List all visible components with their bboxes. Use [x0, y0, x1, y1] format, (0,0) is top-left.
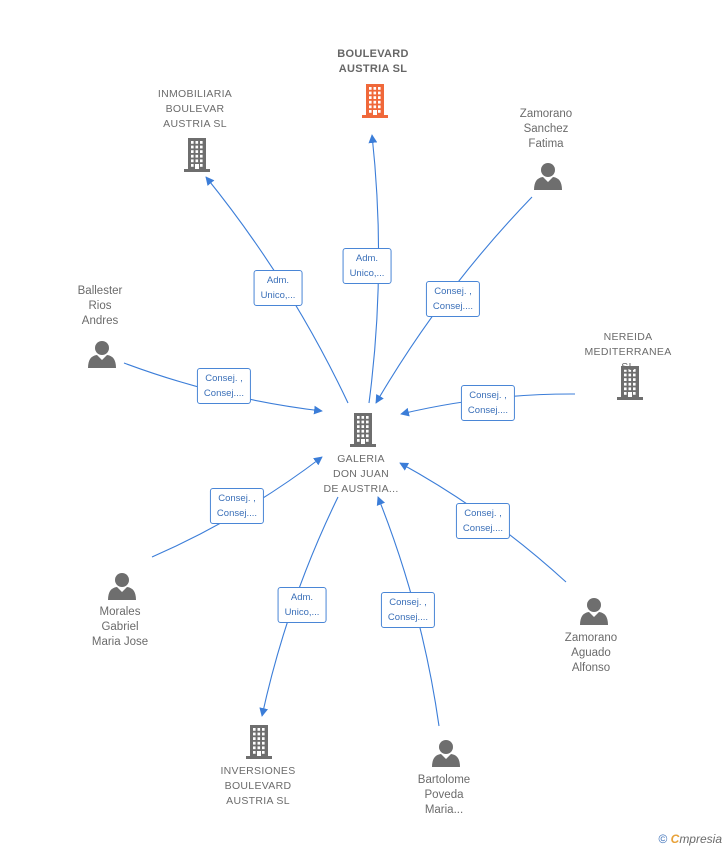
edge-label-zamorano_aguado[interactable]: Consej. , Consej....	[455, 503, 511, 539]
edge-label-zamorano_sanchez[interactable]: Consej. , Consej....	[425, 281, 481, 317]
edge-label-bartolome[interactable]: Consej. , Consej....	[380, 592, 436, 628]
building-icon-inmobiliaria[interactable]	[184, 138, 210, 172]
node-label-inversiones[interactable]: INVERSIONES BOULEVARD AUSTRIA SL	[220, 765, 296, 807]
node-label-inmobiliaria[interactable]: INMOBILIARIA BOULEVAR AUSTRIA SL	[157, 88, 233, 130]
edge-label-inversiones[interactable]: Adm. Unico,...	[277, 587, 327, 623]
node-label-zamorano_aguado[interactable]: Zamorano Aguado Alfonso	[564, 632, 618, 674]
edge-label-ballester[interactable]: Consej. , Consej....	[196, 368, 252, 404]
edge-label-inmobiliaria[interactable]: Adm. Unico,...	[253, 270, 303, 306]
person-icon-ballester[interactable]	[88, 341, 116, 368]
edge-label-boulevard_austria[interactable]: Adm. Unico,...	[342, 248, 392, 284]
node-label-nereida[interactable]: NEREIDA MEDITERRANEA SL	[584, 331, 672, 373]
brand-initial: C	[670, 832, 680, 846]
building-icon-galeria[interactable]	[350, 413, 376, 447]
node-label-galeria[interactable]: GALERIA DON JUAN DE AUSTRIA...	[323, 453, 399, 495]
brand-name: mpresia	[679, 832, 722, 846]
edge-label-morales[interactable]: Consej. , Consej....	[209, 488, 265, 524]
person-icon-bartolome[interactable]	[432, 740, 460, 767]
copyright-symbol: ©	[658, 832, 668, 846]
building-icon-boulevard_austria[interactable]	[362, 84, 388, 118]
icons-layer	[88, 84, 643, 767]
person-icon-zamorano_sanchez[interactable]	[534, 163, 562, 190]
node-label-zamorano_sanchez[interactable]: Zamorano Sanchez Fatima	[519, 108, 573, 150]
node-label-boulevard_austria[interactable]: BOULEVARD AUSTRIA SL	[337, 48, 409, 75]
footer-brand: © Cmpresia	[658, 832, 722, 846]
node-label-ballester[interactable]: Ballester Rios Andres	[77, 285, 123, 327]
person-icon-zamorano_aguado[interactable]	[580, 598, 608, 625]
node-label-morales[interactable]: Morales Gabriel Maria Jose	[91, 606, 149, 648]
edges-layer	[123, 134, 576, 727]
building-icon-inversiones[interactable]	[246, 725, 272, 759]
edge-label-nereida[interactable]: Consej. , Consej....	[460, 385, 516, 421]
node-label-bartolome[interactable]: Bartolome Poveda Maria...	[417, 774, 471, 816]
person-icon-morales[interactable]	[108, 573, 136, 600]
building-icon-nereida[interactable]	[617, 366, 643, 400]
